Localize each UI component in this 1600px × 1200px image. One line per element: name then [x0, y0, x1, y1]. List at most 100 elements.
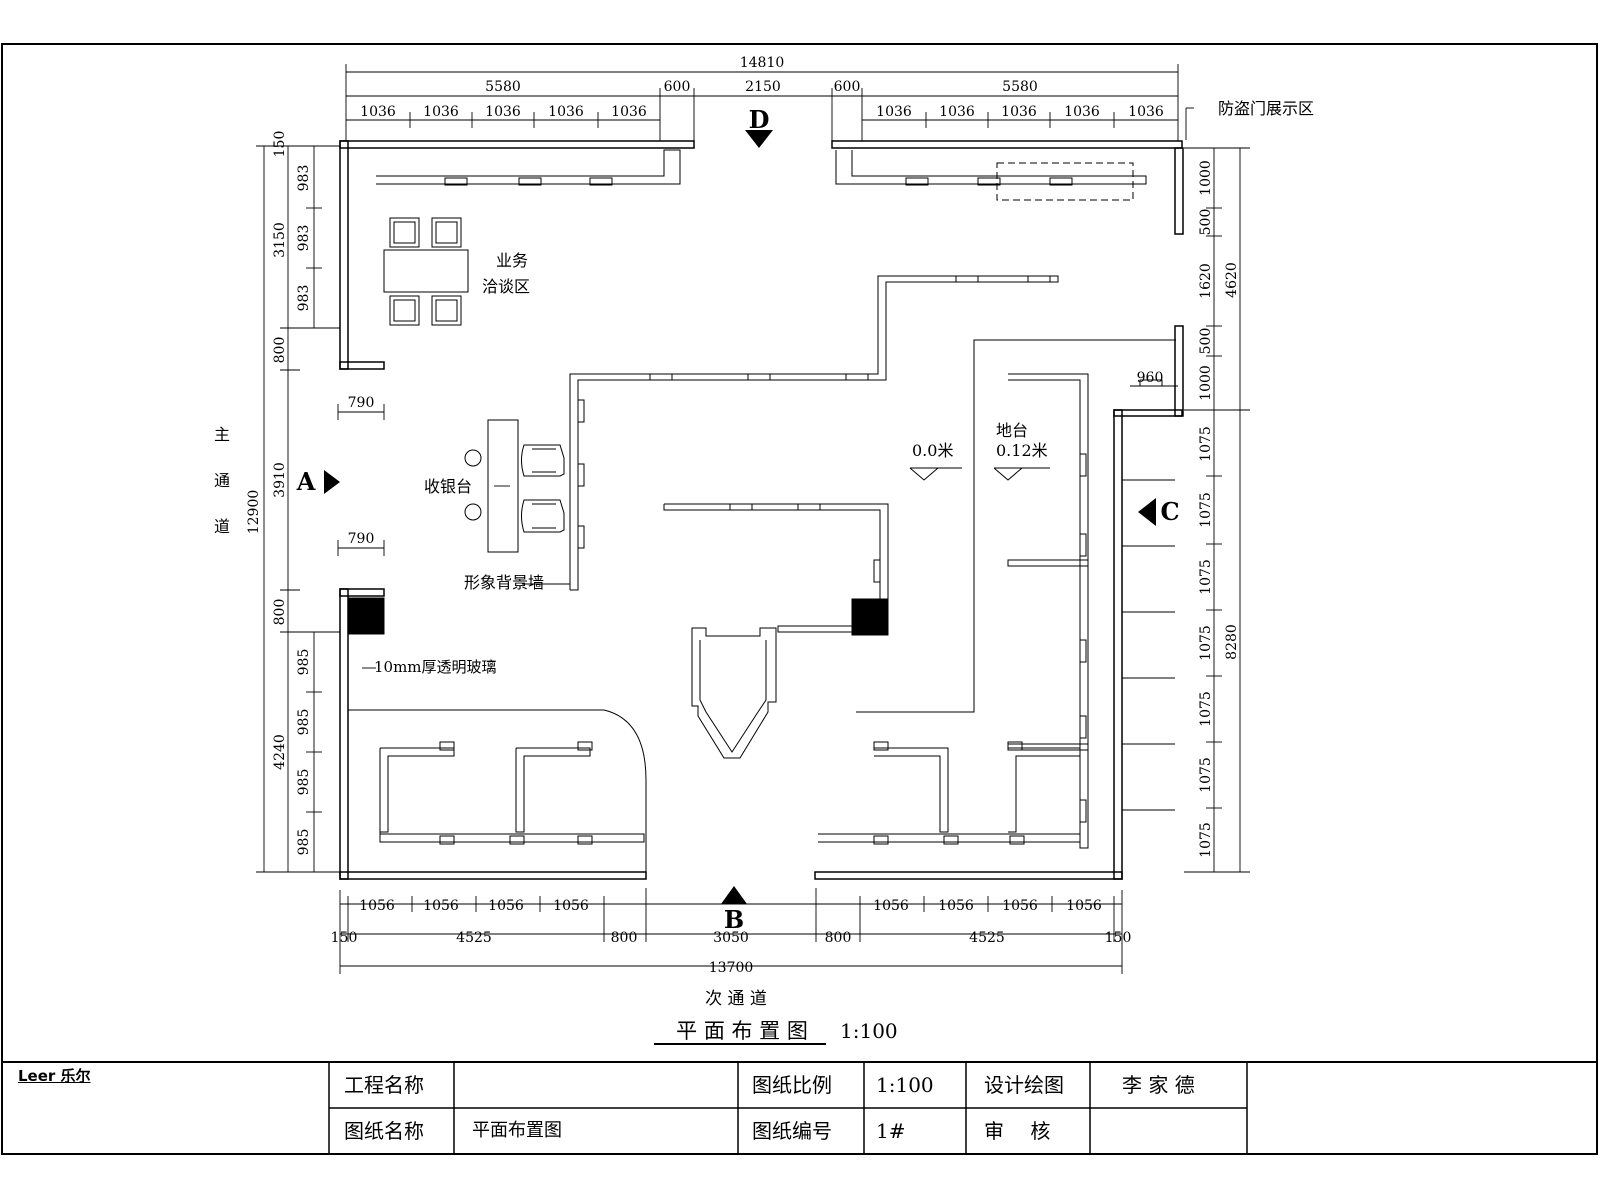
- dim-bottom-end-left: 150: [331, 930, 358, 946]
- dim-bottom-right-module: 1056: [1066, 898, 1102, 914]
- dim-top-left-module: 1036: [360, 104, 396, 120]
- image-wall-gondola: [569, 275, 1059, 591]
- antitheft-area-label: 防盗门展示区: [1218, 99, 1314, 118]
- dim-bottom-gap-right: 800: [825, 930, 852, 946]
- marker-a-label: A: [296, 467, 316, 496]
- dim-right-upper-total: 4620: [1224, 262, 1240, 298]
- dim-bottom-right-module: 1056: [938, 898, 974, 914]
- dim-bottom-left-module: 1056: [488, 898, 524, 914]
- dim-top-left-run: 5580: [485, 79, 521, 95]
- project-name-label: 工程名称: [344, 1073, 424, 1097]
- dim-bottom-overall: 13700: [709, 960, 754, 976]
- dim-right-lower-total: 8280: [1224, 624, 1240, 660]
- dim-top-left-module: 1036: [611, 104, 647, 120]
- dim-left-middle: 3910: [272, 462, 288, 498]
- right-stepped-lines: [1122, 479, 1175, 811]
- dim-bottom-gap-left: 800: [611, 930, 638, 946]
- glass-label: 10mm厚透明玻璃: [374, 658, 497, 676]
- dim-top-left-module: 1036: [423, 104, 459, 120]
- marker-d-label: D: [749, 105, 770, 134]
- dim-right-lower-module: 1075: [1198, 757, 1214, 793]
- floor-level-label: 0.0米: [912, 441, 953, 460]
- dim-bottom-right-module: 1056: [1002, 898, 1038, 914]
- meeting-table-set: [383, 217, 469, 326]
- section-marker-a: [324, 470, 340, 494]
- dim-left-offset: 150: [272, 131, 288, 158]
- dim-left-lower: 4240: [272, 734, 288, 770]
- title-block-grid: [328, 1062, 1248, 1154]
- brand-logo: Leer 乐尔: [18, 1067, 91, 1085]
- dim-top-right-module: 1036: [939, 104, 975, 120]
- dim-bottom-right-module: 1056: [873, 898, 909, 914]
- dim-right-notch: 960: [1137, 370, 1164, 386]
- scale-value: 1:100: [876, 1073, 934, 1097]
- dim-left-group: 1290015031509839839838003910800424098598…: [246, 131, 374, 856]
- dim-bottom-left-module: 1056: [423, 898, 459, 914]
- dim-top-right-run: 5580: [1002, 79, 1038, 95]
- scale-label: 图纸比例: [752, 1073, 832, 1097]
- image-wall-label: 形象背景墙: [464, 573, 544, 592]
- dim-top-gap-right: 600: [834, 79, 861, 95]
- dim-bottom-door: 3050: [713, 930, 749, 946]
- section-marker-d: [745, 130, 773, 148]
- designer-value: 李 家 德: [1122, 1073, 1195, 1097]
- designer-label: 设计绘图: [984, 1073, 1064, 1097]
- dim-top-right-module: 1036: [1128, 104, 1164, 120]
- dim-left-upper-module: 983: [296, 225, 312, 252]
- centre-kiosk: [691, 627, 777, 759]
- marker-c-label: C: [1160, 497, 1179, 526]
- dim-right-lower-module: 1075: [1198, 625, 1214, 661]
- dim-bottom-right-run: 4525: [969, 930, 1005, 946]
- dim-bottom-end-right: 150: [1105, 930, 1132, 946]
- dim-right-lower-module: 1075: [1198, 426, 1214, 462]
- dim-left-overall: 12900: [246, 490, 262, 535]
- dim-top-gap-left: 600: [664, 79, 691, 95]
- dim-right-group: 4620100050016205001000828010751075107510…: [1137, 160, 1240, 858]
- platform-label-line1: 地台: [996, 421, 1028, 440]
- title-block: Leer 乐尔 工程名称 图纸名称 平面布置图 图纸比例 1:100 图纸编号 …: [2, 1062, 1597, 1154]
- dim-bottom-left-run: 4525: [456, 930, 492, 946]
- drawing-scale: 1:100: [840, 1019, 898, 1043]
- drawing-number-value: 1#: [876, 1119, 906, 1143]
- section-marker-b: [721, 886, 747, 904]
- dim-left-lower-module: 985: [296, 829, 312, 856]
- dim-right-lower-module: 1075: [1198, 822, 1214, 858]
- level-markers: [909, 467, 1050, 481]
- review-label: 审 核: [984, 1119, 1051, 1143]
- dim-right-segment: 500: [1198, 328, 1214, 355]
- dim-left-entry-upper: 790: [348, 395, 375, 411]
- dim-left-lower-gap: 800: [272, 599, 288, 626]
- drawing-title: 平 面 布 置 图: [676, 1019, 808, 1043]
- dim-left-entry-lower: 790: [348, 531, 375, 547]
- sheet-border: [1, 43, 1598, 1155]
- cashier-label: 收银台: [424, 477, 472, 496]
- dim-left-upper-module: 983: [296, 165, 312, 192]
- top-right-display-cabinets: [835, 150, 1147, 201]
- dim-right-segment: 500: [1198, 209, 1214, 236]
- secondary-aisle-label: 次 通 道: [705, 989, 767, 1009]
- cashier-counter: [464, 419, 565, 553]
- dim-right-lower-module: 1075: [1198, 559, 1214, 595]
- dim-right-segment: 1000: [1198, 365, 1214, 401]
- bottom-left-display: [348, 709, 647, 872]
- marker-b-label: B: [724, 905, 744, 934]
- dim-top-overall: 14810: [740, 55, 785, 71]
- dim-bottom-left-module: 1056: [359, 898, 395, 914]
- bottom-right-display: [818, 741, 1081, 845]
- main-aisle-label: 主通道: [214, 425, 230, 536]
- dim-left-lower-module: 985: [296, 649, 312, 676]
- top-left-display-cabinets: [376, 149, 681, 186]
- dim-right-lower-module: 1075: [1198, 691, 1214, 727]
- columns: [347, 597, 889, 636]
- meeting-area-label-line1: 业务: [496, 251, 528, 270]
- exterior-walls: [339, 140, 1184, 880]
- dimension-lines: [256, 64, 1250, 974]
- dim-left-lower-module: 985: [296, 709, 312, 736]
- dim-top-right-module: 1036: [876, 104, 912, 120]
- dim-top-left-module: 1036: [548, 104, 584, 120]
- platform-outline: [856, 339, 1176, 713]
